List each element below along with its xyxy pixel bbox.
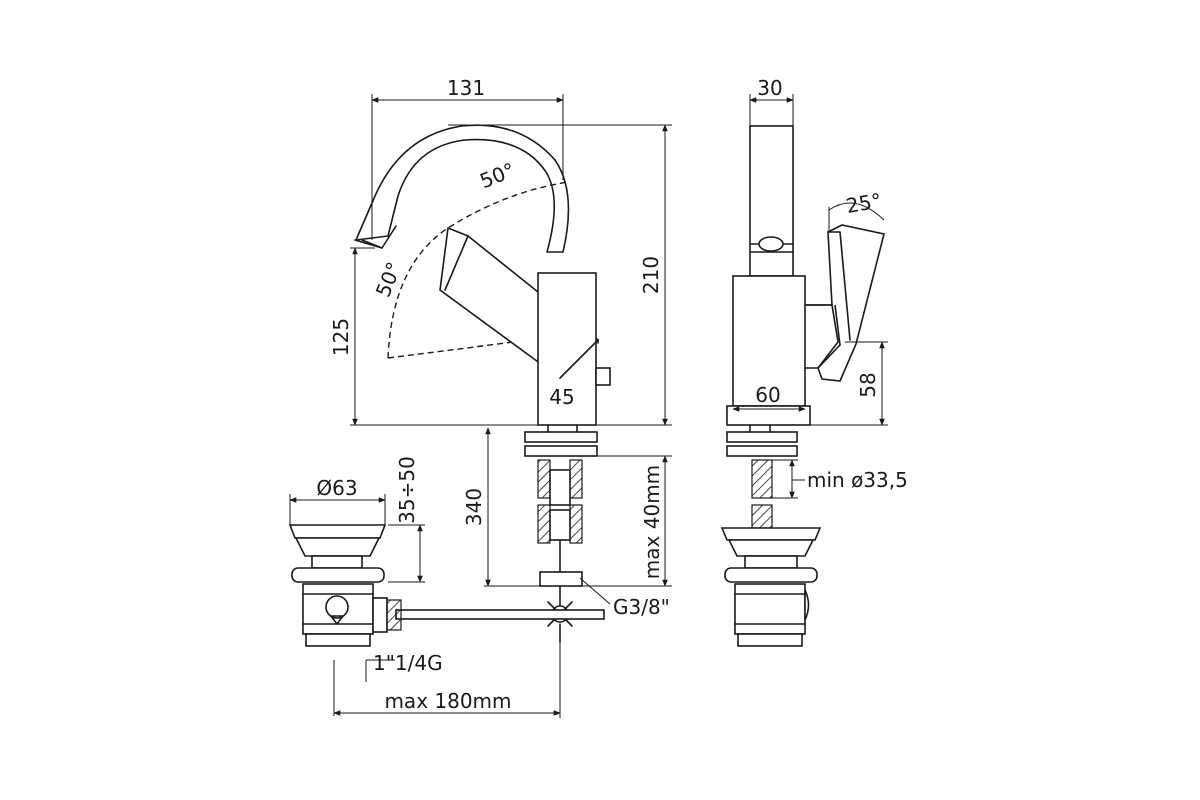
pop-up-knob bbox=[595, 367, 611, 386]
drain-valve-icon bbox=[325, 595, 349, 619]
side-hose-lower bbox=[751, 504, 773, 529]
label-spout-angle: 50° bbox=[476, 158, 518, 194]
label-body-depth: 60 bbox=[755, 383, 780, 407]
label-spout-width: 30 bbox=[757, 76, 782, 100]
aerator-icon bbox=[758, 236, 784, 252]
label-total-height: 210 bbox=[639, 256, 663, 294]
label-waste-diameter: Ø63 bbox=[316, 476, 357, 500]
pop-up-rod bbox=[395, 609, 605, 620]
dimension-labels: 131 50° 50° 210 125 45 30 25° 60 58 min … bbox=[316, 76, 907, 713]
label-hose-length: 340 bbox=[462, 488, 486, 526]
front-body bbox=[537, 272, 597, 426]
side-lever bbox=[805, 224, 885, 382]
label-spout-height: 125 bbox=[329, 318, 353, 356]
label-lever-height: 58 bbox=[856, 372, 880, 397]
side-waste-flange bbox=[724, 567, 818, 583]
label-max-thickness: max 40mm bbox=[640, 465, 664, 579]
front-view bbox=[350, 94, 672, 643]
label-max-rod: max 180mm bbox=[384, 689, 511, 713]
label-spout-reach: 131 bbox=[447, 76, 485, 100]
front-supply-assembly bbox=[524, 424, 598, 643]
label-hole-diameter: min ø33,5 bbox=[807, 468, 908, 492]
side-waste-cap bbox=[720, 527, 822, 541]
label-supply-thread: G3/8" bbox=[613, 595, 670, 619]
waste-cap bbox=[288, 524, 387, 539]
label-lever-angle: 50° bbox=[371, 258, 407, 300]
label-waste-height: 35÷50 bbox=[395, 456, 419, 524]
lever-swing-arc bbox=[387, 181, 569, 359]
spout bbox=[355, 124, 570, 253]
side-hose-upper bbox=[751, 459, 773, 499]
label-body-width: 45 bbox=[549, 385, 574, 409]
label-waste-thread: 1"1/4G bbox=[373, 651, 443, 675]
side-spout bbox=[749, 125, 794, 277]
label-side-lever-angle: 25° bbox=[844, 188, 883, 218]
side-view bbox=[720, 94, 888, 647]
waste-view bbox=[288, 494, 561, 718]
side-waste-body bbox=[734, 583, 806, 635]
side-body bbox=[732, 275, 806, 407]
waste-flange bbox=[291, 567, 385, 583]
rod-nut bbox=[386, 599, 402, 631]
front-dimension-lines bbox=[350, 94, 672, 426]
